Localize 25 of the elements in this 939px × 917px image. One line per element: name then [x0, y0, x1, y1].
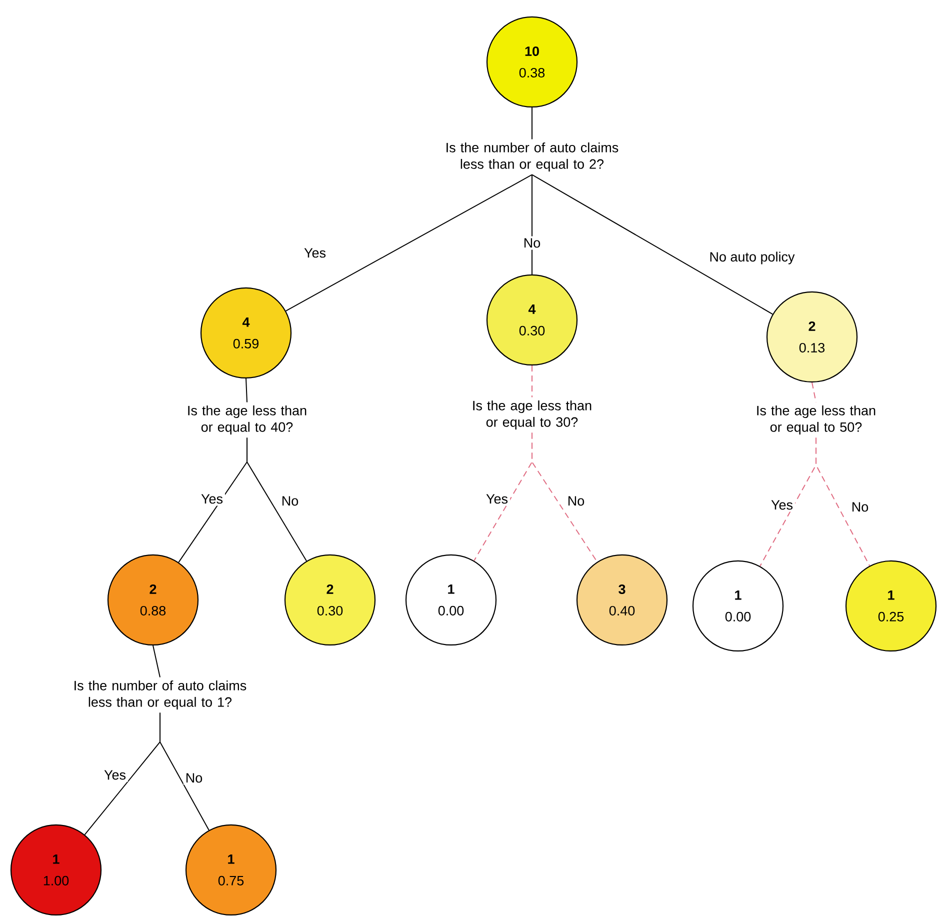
- edge-label: No: [279, 494, 301, 508]
- edge-label: No: [565, 494, 587, 508]
- branch-line: [246, 378, 248, 403]
- question-text: Is the number of auto claims less than or equal to 2?: [446, 142, 618, 172]
- edge-label: No: [521, 236, 543, 250]
- edge-label: No: [183, 771, 205, 785]
- edge-label: No auto policy: [707, 250, 797, 266]
- edge-label: Yes: [199, 492, 226, 506]
- question-text: Is the age less than or equal to 50?: [757, 405, 876, 435]
- branch-line: [812, 382, 816, 403]
- branch-line: [816, 437, 870, 566]
- branch-line: [532, 174, 774, 315]
- branch-line: [285, 174, 532, 312]
- edge-label: Yes: [102, 768, 128, 782]
- branch-line: [246, 437, 308, 562]
- edge-label: Yes: [302, 246, 328, 260]
- question-text: Is the age less than or equal to 30?: [473, 400, 592, 430]
- edge-label: Yes: [484, 492, 510, 506]
- branch-line: [152, 645, 160, 678]
- question-text: Is the number of auto claims less than or equal to 1?: [74, 680, 246, 710]
- edge-label: No: [849, 500, 871, 514]
- edge-label: Yes: [769, 498, 796, 512]
- branch-line: [532, 432, 598, 562]
- question-text: Is the age less than or equal to 40?: [188, 405, 306, 435]
- branch-line: [160, 712, 210, 831]
